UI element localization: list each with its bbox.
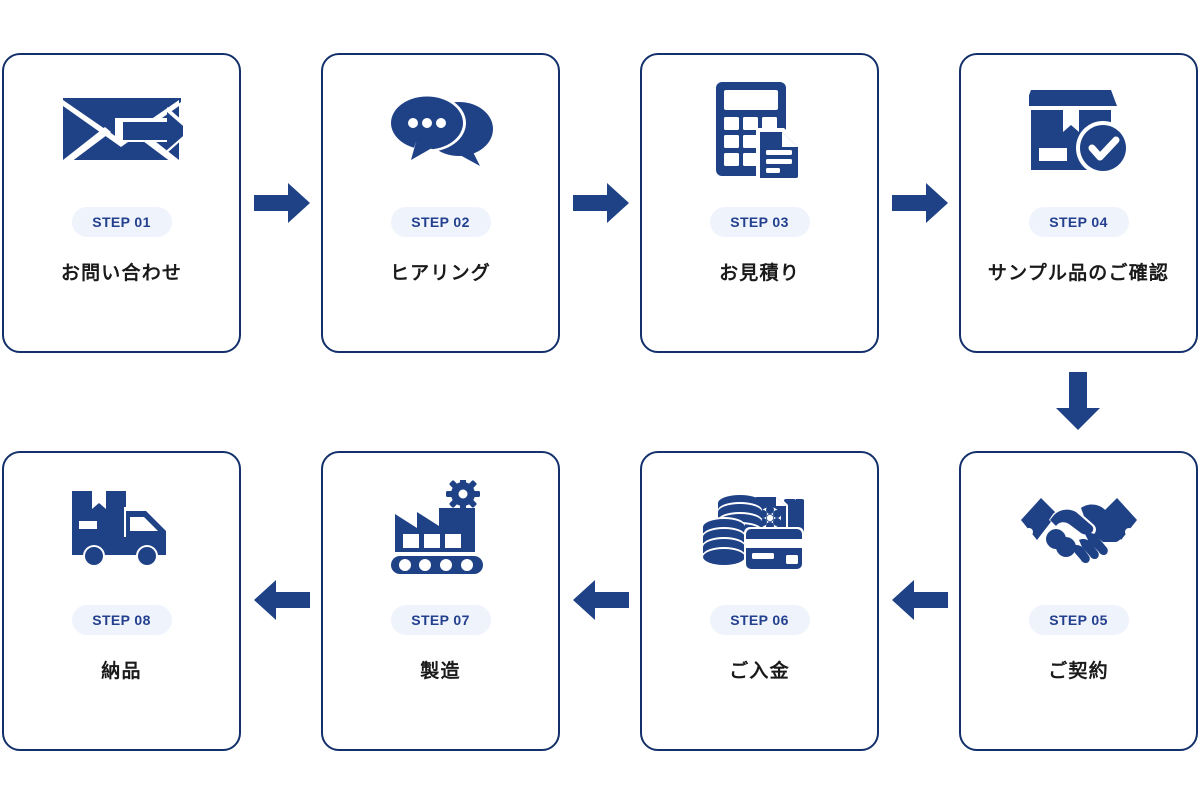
coins-card-icon: [642, 453, 877, 603]
step-card-04[interactable]: STEP 04 サンプル品のご確認: [959, 53, 1198, 353]
step-label-03: お見積り: [719, 263, 800, 284]
step-card-07[interactable]: STEP 07 製造: [321, 451, 560, 751]
step-badge-01: STEP 01: [71, 207, 172, 237]
calculator-document-icon: [642, 55, 877, 205]
step-label-01: お問い合わせ: [60, 263, 183, 284]
step-badge-03: STEP 03: [709, 207, 810, 237]
step-badge-07: STEP 07: [390, 605, 491, 635]
arrow-down-icon: [1056, 372, 1100, 430]
handshake-icon: [961, 453, 1196, 603]
arrow-left-icon: [892, 580, 948, 620]
step-badge-06: STEP 06: [709, 605, 810, 635]
step-card-06[interactable]: STEP 06 ご入金: [640, 451, 879, 751]
step-label-02: ヒアリング: [389, 263, 491, 284]
step-label-04: サンプル品のご確認: [987, 263, 1170, 284]
step-card-01[interactable]: STEP 01 お問い合わせ: [2, 53, 241, 353]
delivery-truck-icon: [4, 453, 239, 603]
arrow-right-icon: [892, 183, 948, 223]
step-label-06: ご入金: [729, 661, 790, 682]
box-check-icon: [961, 55, 1196, 205]
envelope-arrow-icon: [4, 55, 239, 205]
arrow-right-icon: [573, 183, 629, 223]
arrow-right-icon: [254, 183, 310, 223]
step-label-07: 製造: [420, 661, 461, 682]
step-card-03[interactable]: STEP 03 お見積り: [640, 53, 879, 353]
step-badge-04: STEP 04: [1028, 207, 1129, 237]
speech-bubbles-icon: [323, 55, 558, 205]
step-badge-08: STEP 08: [71, 605, 172, 635]
step-label-05: ご契約: [1048, 661, 1109, 682]
arrow-left-icon: [254, 580, 310, 620]
factory-conveyor-icon: [323, 453, 558, 603]
step-badge-05: STEP 05: [1028, 605, 1129, 635]
step-card-05[interactable]: STEP 05 ご契約: [959, 451, 1198, 751]
arrow-left-icon: [573, 580, 629, 620]
step-card-08[interactable]: STEP 08 納品: [2, 451, 241, 751]
step-badge-02: STEP 02: [390, 207, 491, 237]
step-card-02[interactable]: STEP 02 ヒアリング: [321, 53, 560, 353]
step-label-08: 納品: [101, 661, 142, 682]
